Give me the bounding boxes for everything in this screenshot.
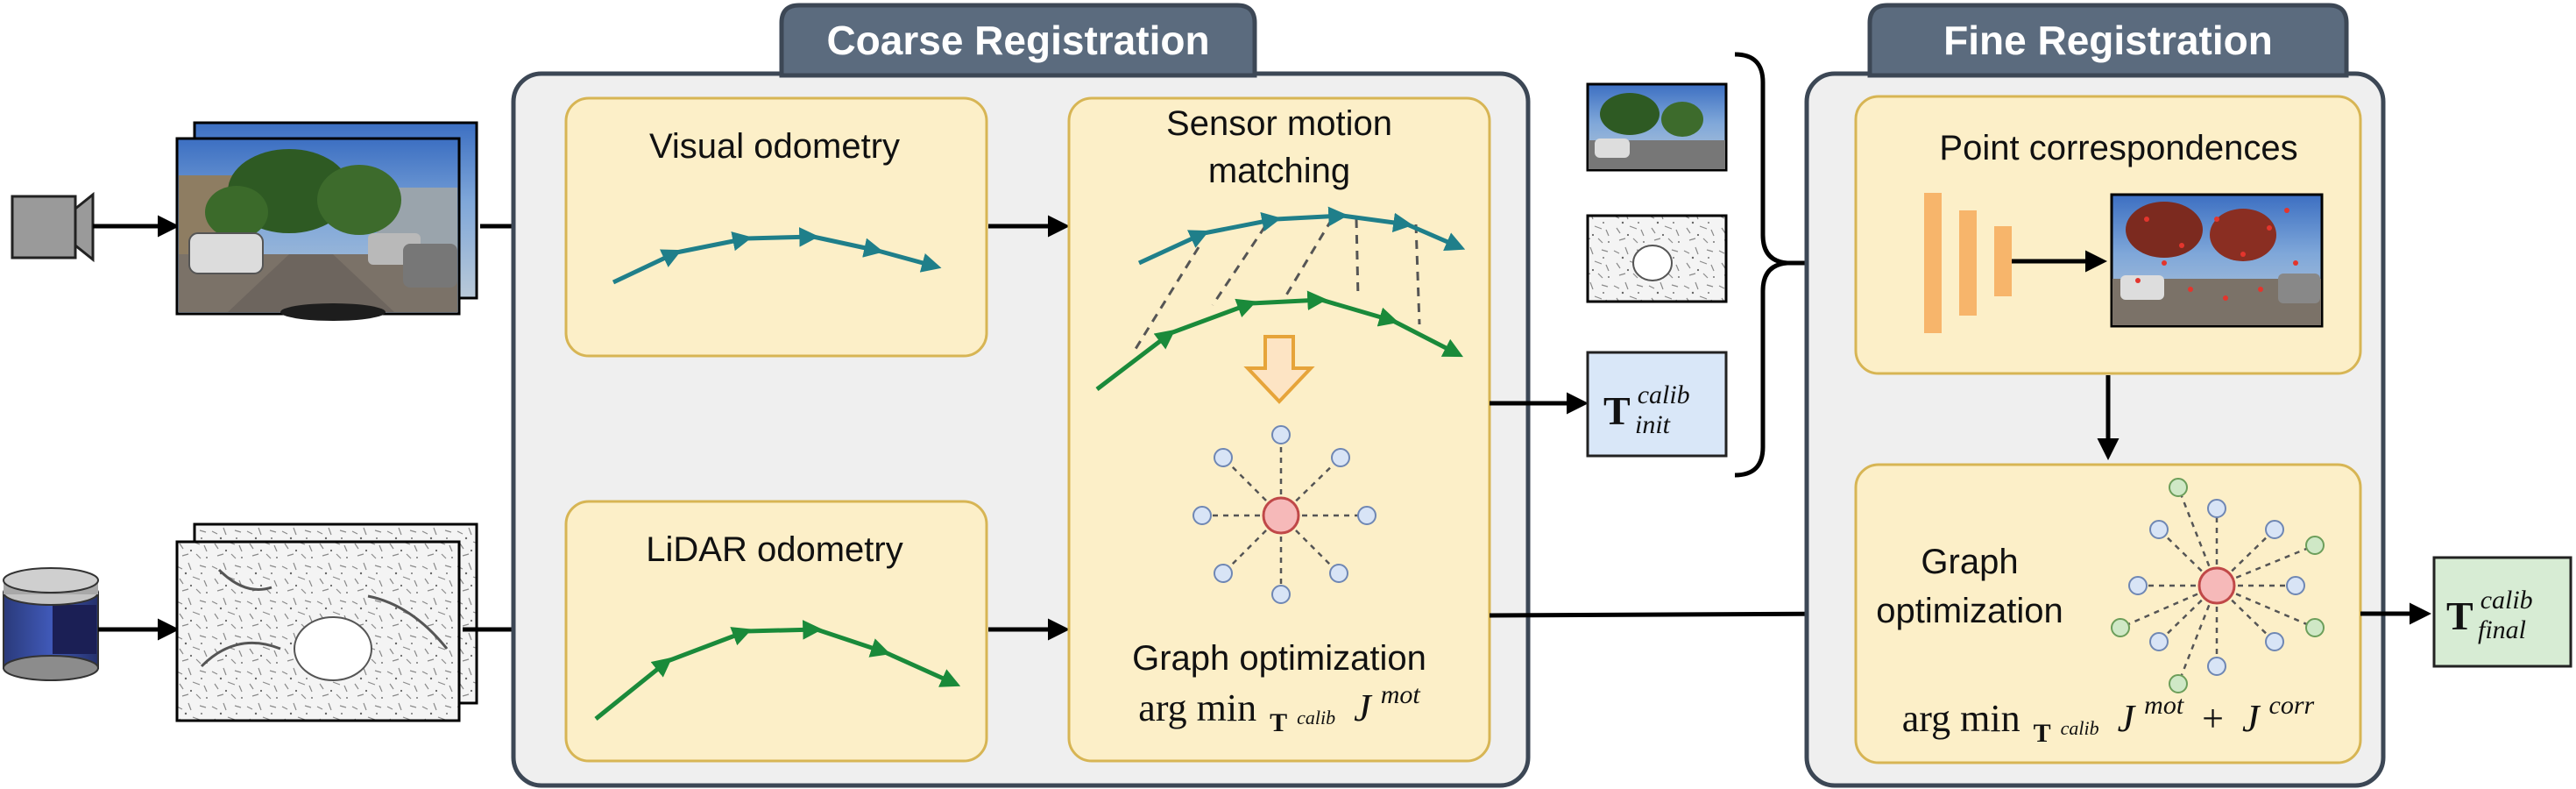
init-T: T (1603, 388, 1631, 433)
motion-correspondences (1134, 218, 1421, 350)
coarse-graph-optimization-label: Graph optimization (1132, 639, 1426, 678)
visual-trajectory (612, 227, 942, 285)
fine-registration-title: Fine Registration (1943, 18, 2273, 63)
fine-J-corr: J (2242, 697, 2261, 740)
fine-graph-label-2: optimization (1876, 592, 2063, 630)
lidar-odometry-box: LiDAR odometry (564, 500, 988, 763)
pointcloud-image-stack (175, 522, 478, 722)
down-arrow-icon (1243, 335, 1315, 404)
coarse-to-fine-graph-arrow (1489, 602, 1853, 625)
svg-text:T calib: T calib (2446, 586, 2533, 638)
sensor-motion-label-1: Sensor motion (1166, 104, 1392, 143)
fine-input-pointcloud (1586, 214, 1728, 303)
lidar-odometry-label: LiDAR odometry (646, 530, 902, 569)
coarse-J: J (1354, 686, 1373, 729)
coarse-objective: arg min T calib J mot (1138, 680, 1420, 740)
fine-sub-T: T (2034, 719, 2051, 748)
svg-text:T calib: T calib (1603, 380, 1690, 433)
fine-input-image (1586, 82, 1728, 172)
network-icon (1924, 193, 2012, 333)
coarse-sub-T: T (1270, 708, 1287, 737)
fine-J-corr-sup: corr (2269, 691, 2315, 720)
final-T: T (2446, 594, 2473, 638)
coarse-registration-title: Coarse Registration (826, 18, 1209, 63)
lidar-icon (3, 567, 99, 681)
coarse-pose-graph (1192, 425, 1376, 604)
init-sub: init (1635, 410, 1671, 439)
fine-graph-optimization-box: Graph optimization (1854, 463, 2362, 764)
input-brace (1734, 52, 1788, 478)
matching-lidar-trajectory (1095, 290, 1464, 391)
visual-odometry-box: Visual odometry (564, 96, 988, 358)
fine-plus: + (2202, 697, 2224, 740)
coarse-registration-panel: Coarse Registration Visual odometry LiDA… (511, 3, 1531, 788)
coarse-sub-calib: calib (1297, 707, 1335, 729)
final-transform-box: T calib final (2432, 556, 2572, 668)
point-correspondences-label: Point correspondences (1939, 129, 2297, 167)
camera-image-stack (175, 121, 478, 321)
final-calib: calib (2480, 586, 2533, 615)
camera-icon (11, 191, 95, 263)
init-calib: calib (1638, 380, 1690, 409)
coarse-argmin: arg min (1138, 686, 1256, 729)
init-transform-box: T calib init (1586, 351, 1728, 458)
point-correspondences-box: Point correspondences (1854, 95, 2362, 375)
coarse-J-mot: mot (1381, 680, 1421, 709)
fine-pose-graph (2111, 478, 2325, 693)
fine-registration-panel: Fine Registration Point correspondences (1804, 3, 2386, 788)
sensor-motion-matching-box: Sensor motion matching (1067, 96, 1491, 763)
fine-graph-label-1: Graph (1921, 543, 2018, 581)
sensor-motion-label-2: matching (1208, 152, 1350, 190)
lidar-trajectory (594, 620, 961, 721)
fine-argmin: arg min (1902, 697, 2020, 740)
matching-visual-trajectory (1137, 206, 1466, 266)
fine-sub-calib: calib (2061, 717, 2099, 739)
fine-J-mot: J (2118, 697, 2137, 740)
correspondence-result-image (2110, 193, 2324, 328)
fine-objective: arg min T calib J mot + J corr (1902, 679, 2315, 750)
fine-J-mot-sup: mot (2144, 691, 2184, 720)
final-sub: final (2478, 615, 2526, 644)
visual-odometry-label: Visual odometry (649, 127, 900, 166)
